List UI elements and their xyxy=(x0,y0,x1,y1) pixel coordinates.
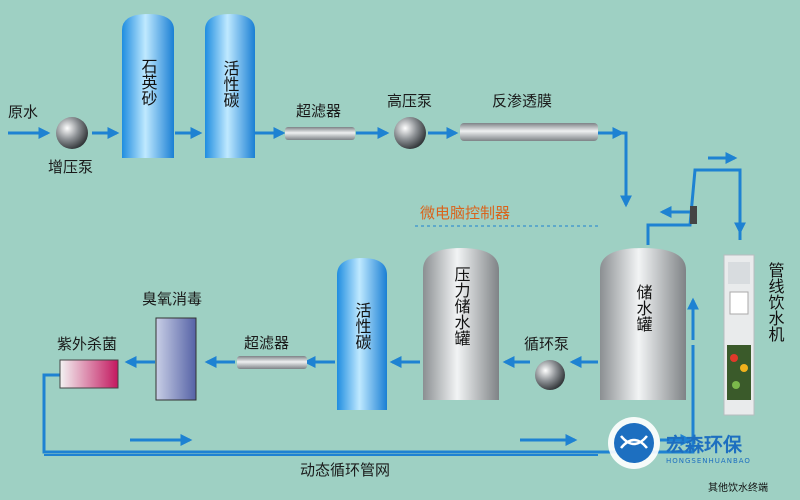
logo-name: 宏森环保 xyxy=(666,433,743,456)
uv-sterilizer-label: 紫外杀菌 xyxy=(57,335,117,353)
logo-subtitle: HONGSENHUANBAO xyxy=(666,457,751,465)
loop-network-label: 动态循环管网 xyxy=(300,461,390,479)
high-pressure-pump xyxy=(394,117,426,149)
activated-carbon-label-2: 活性碳 xyxy=(353,302,372,350)
quartz-sand-label: 石英砂 xyxy=(139,58,158,106)
pipeline-dispenser xyxy=(723,254,755,416)
ultrafilter-2 xyxy=(237,356,307,369)
circulation-pump-label: 循环泵 xyxy=(524,335,569,353)
dispenser-label: 管线饮水机 xyxy=(766,262,785,343)
ro-membrane-label: 反渗透膜 xyxy=(492,92,552,110)
company-logo: 宏森环保 HONGSENHUANBAO xyxy=(608,417,751,469)
activated-carbon-tank-2 xyxy=(337,258,387,410)
ozone-disinfector xyxy=(155,317,197,401)
booster-pump-label: 增压泵 xyxy=(48,158,93,176)
activated-carbon-label-1: 活性碳 xyxy=(221,60,240,108)
quartz-sand-tank xyxy=(122,14,174,158)
circulation-pump xyxy=(535,360,565,390)
activated-carbon-tank-1 xyxy=(205,14,255,158)
storage-tank xyxy=(600,248,686,400)
high-pressure-pump-label: 高压泵 xyxy=(387,92,432,110)
ultrafilter-label-2: 超滤器 xyxy=(244,334,289,352)
pressure-tank-label: 压力储水罐 xyxy=(452,266,471,346)
ultrafilter-1 xyxy=(285,127,355,140)
ultrafilter-label-1: 超滤器 xyxy=(296,102,341,120)
storage-tank-label: 储水罐 xyxy=(634,284,653,332)
micro-controller-label: 微电脑控制器 xyxy=(420,204,510,222)
other-terminals-label: 其他饮水终端 xyxy=(708,481,768,494)
raw-water-label: 原水 xyxy=(8,103,38,121)
ro-membrane xyxy=(460,123,598,141)
pipe-valve xyxy=(690,206,697,224)
loop-network-pipe xyxy=(42,373,695,454)
pipe-to-tank xyxy=(620,131,632,208)
tank-out-pipe xyxy=(646,168,742,245)
ozone-label: 臭氧消毒 xyxy=(142,290,202,308)
pressure-tank xyxy=(423,248,499,400)
uv-sterilizer xyxy=(59,359,119,389)
booster-pump xyxy=(56,117,88,149)
